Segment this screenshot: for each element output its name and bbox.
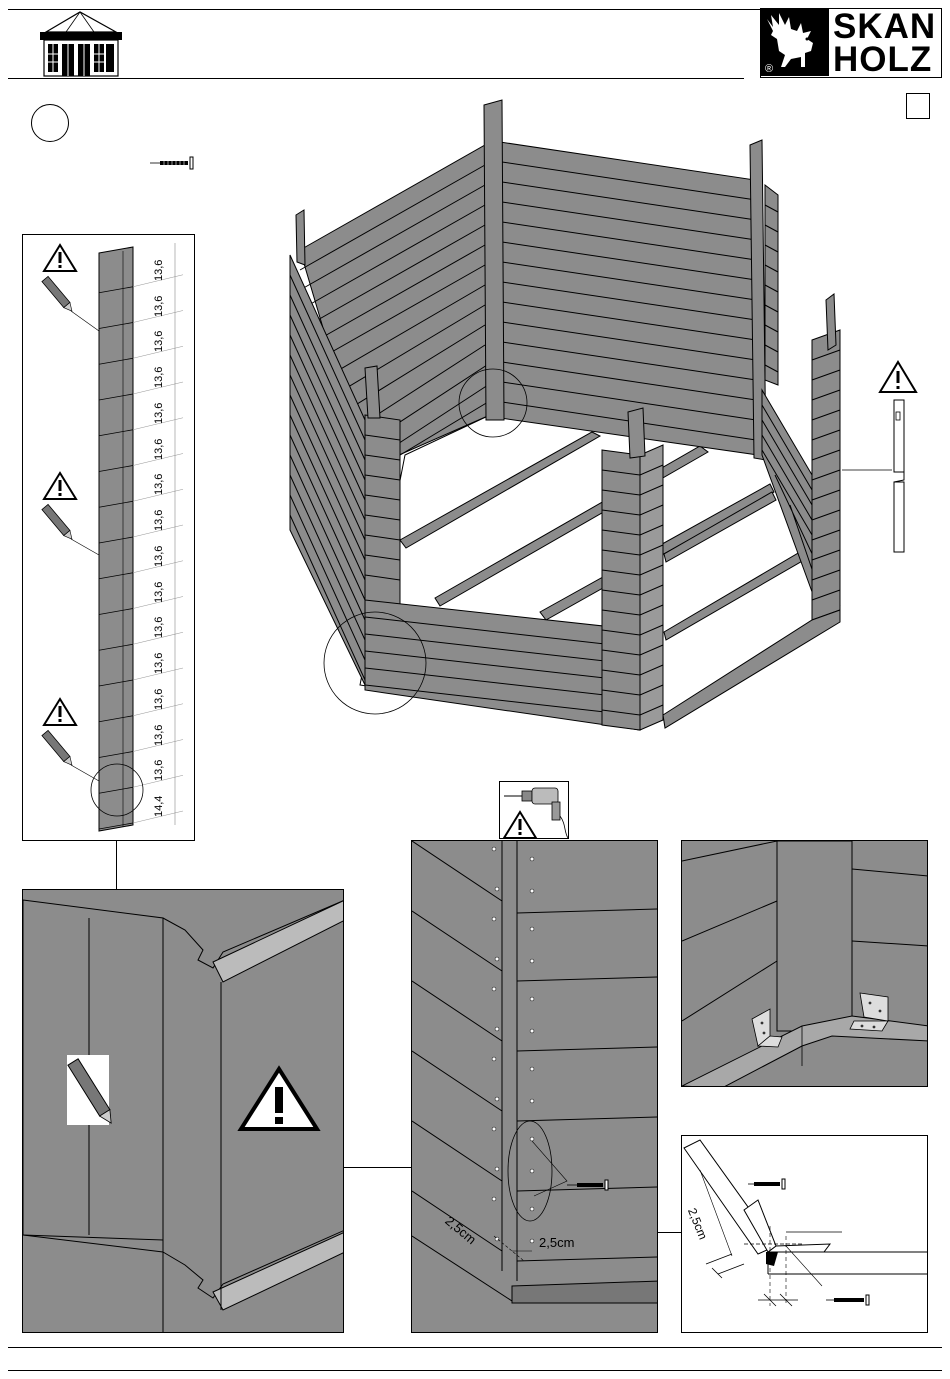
post-drawing	[23, 235, 195, 841]
brand-logo: SKAN HOLZ ®	[760, 8, 942, 78]
step-number-circle	[31, 104, 69, 142]
footer-rule-top	[8, 1347, 942, 1348]
post-segment-label: 13,6	[153, 367, 165, 388]
post-segment-label: 13,6	[153, 331, 165, 352]
post-segment-label: 13,6	[153, 295, 165, 316]
pencil-icon	[42, 730, 75, 767]
screw-icon	[826, 1295, 869, 1305]
corner-screw-detail-panel: 2,5cm 2,5cm	[411, 840, 658, 1333]
warning-icon	[878, 360, 918, 394]
warning-icon	[44, 699, 76, 725]
post-segment-label: 13,6	[153, 438, 165, 459]
angle-bracket-detail-panel	[681, 840, 928, 1087]
brand-name-line1: SKAN	[833, 9, 936, 44]
connector-line	[658, 1232, 681, 1233]
post-segment-label: 13,6	[153, 688, 165, 709]
cross-section-detail-panel: 2,5cm	[681, 1135, 928, 1333]
post-measurement-panel: 13,6 13,6 13,6 13,6 13,6 13,6 13,6 13,6 13,6 13,6…	[22, 234, 195, 841]
pencil-icon	[42, 276, 75, 313]
warning-icon	[504, 812, 536, 838]
header-bottom-rule	[8, 78, 744, 79]
post-segment-label: 13,6	[153, 653, 165, 674]
connector-line	[116, 841, 117, 889]
brand-name-line2: HOLZ	[833, 42, 932, 77]
post-segment-label: 13,6	[153, 545, 165, 566]
post-segment-label: 13,6	[153, 510, 165, 531]
warning-icon	[44, 473, 76, 499]
pencil-icon	[42, 504, 75, 541]
post-segment-label: 13,6	[153, 724, 165, 745]
house-icon	[36, 10, 126, 78]
registered-mark: ®	[765, 63, 773, 75]
pavilion-wall-assembly-drawing	[280, 95, 940, 735]
warning-icon	[44, 245, 76, 271]
post-segment-label: 13,6	[153, 760, 165, 781]
post-segment-label: 13,6	[153, 474, 165, 495]
post-segment-label: 13,6	[153, 617, 165, 638]
post-segment-label: 13,6	[153, 581, 165, 602]
board-slot-detail	[890, 398, 910, 556]
board-joint-zoom-panel	[22, 889, 344, 1333]
drill-spacing-label-horizontal: 2,5cm	[539, 1235, 574, 1250]
post-segment-label: 14,4	[153, 796, 165, 817]
post-segment-label: 13,6	[153, 259, 165, 280]
post-segment-label: 13,6	[153, 402, 165, 423]
screw-icon	[150, 156, 196, 170]
screw-icon	[748, 1179, 785, 1189]
footer-rule-bottom	[8, 1370, 942, 1371]
drill-tool-box	[499, 781, 569, 839]
